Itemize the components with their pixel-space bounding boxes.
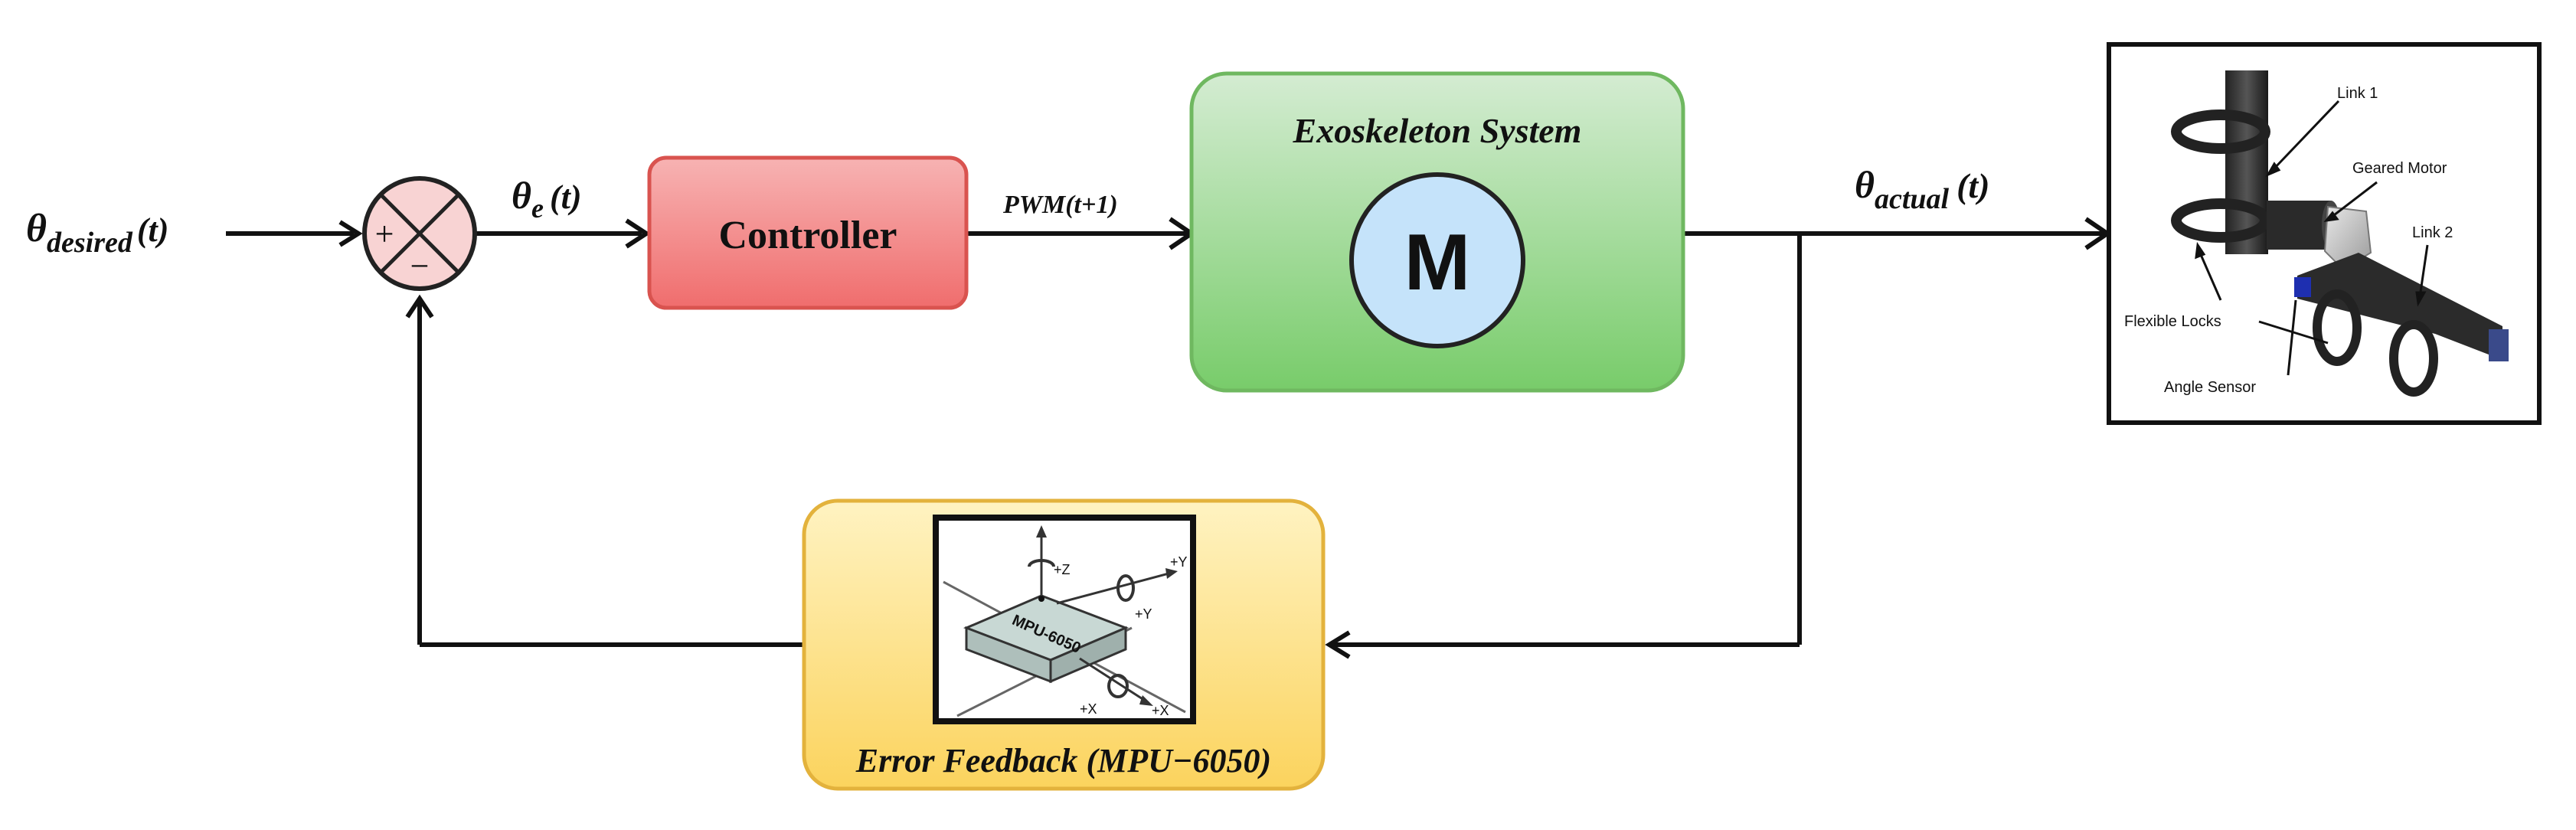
feedback-label: Error Feedback (MPU−6050) [855, 742, 1271, 779]
link2-label: Link 2 [2412, 224, 2453, 241]
middle-strap [2171, 198, 2270, 243]
input-theta: θ [26, 207, 47, 250]
axis-x-right-label: +X [1152, 703, 1169, 718]
error-arg: (t) [550, 178, 582, 216]
controller-label: Controller [719, 214, 897, 257]
minus-sign: − [410, 247, 430, 285]
axis-y-inner-label: +Y [1135, 606, 1152, 622]
output-subscript: actual [1875, 183, 1950, 215]
link2-bar [2297, 253, 2502, 360]
pwm-label: PWM(t+1) [1002, 191, 1118, 219]
arrowhead-feedback [1325, 630, 1351, 659]
exoskeleton-label: Exoskeleton System [1293, 111, 1582, 150]
lower-strap-2 [2389, 320, 2438, 397]
arrowheads [338, 217, 2112, 659]
output-signal-label: θactual(t) [1855, 163, 1990, 215]
input-signal-label: θdesired(t) [26, 207, 168, 259]
feedback-block: Error Feedback (MPU−6050) MPU-6050 +Z +Y… [802, 498, 1326, 791]
geared-motor-label: Geared Motor [2352, 160, 2447, 177]
plus-sign: + [375, 215, 394, 253]
lower-strap-1 [2313, 289, 2362, 366]
arrowhead-error [625, 218, 651, 249]
summing-junction: + − [362, 176, 477, 291]
angle-sensor-label: Angle Sensor [2164, 379, 2256, 396]
output-arg: (t) [1957, 166, 1989, 205]
error-signal-label: θe(t) [512, 174, 581, 224]
angle-sensor-block [2294, 277, 2311, 297]
error-theta: θ [512, 174, 531, 217]
chip-front-right [1049, 626, 1127, 684]
input-subscript: desired [47, 227, 133, 259]
exoskeleton-photo: Link 1 Geared Motor Link 2 Flexible Lock… [2107, 42, 2542, 425]
output-theta: θ [1855, 163, 1875, 206]
error-subscript: e [531, 193, 544, 224]
flexible-locks-label: Flexible Locks [2124, 313, 2221, 330]
input-arg: (t) [137, 211, 169, 249]
arrowhead-input [338, 220, 363, 247]
link1-label: Link 1 [2337, 85, 2378, 102]
mpu6050-image: MPU-6050 +Z +Y +Y +X +X [933, 515, 1196, 724]
arrowhead-junction [405, 294, 434, 319]
motor-label: M [1404, 218, 1471, 307]
upper-strap [2171, 109, 2270, 154]
signal-lines [226, 231, 2104, 647]
axis-x-left-label: +X [1080, 701, 1097, 717]
geared-motor-body [2267, 201, 2331, 250]
motor-symbol: M [1349, 172, 1525, 348]
exoskeleton-block: Exoskeleton System M [1189, 71, 1685, 393]
axis-y-outer-label: +Y [1170, 554, 1188, 570]
controller-block: Controller [647, 155, 969, 310]
axis-z-label: +Z [1054, 562, 1071, 577]
